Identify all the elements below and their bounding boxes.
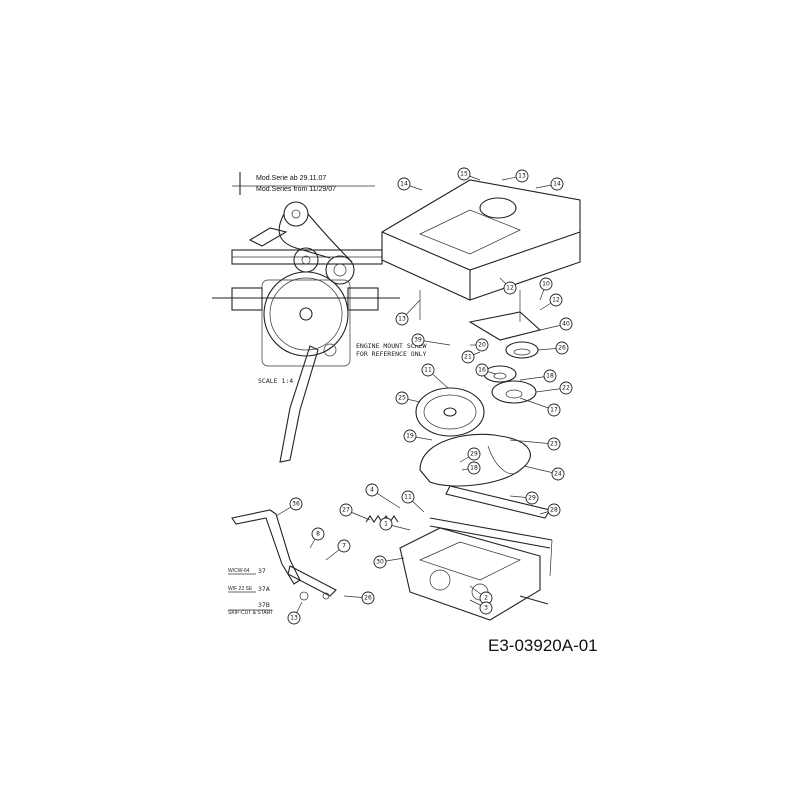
callout-number: 11	[424, 367, 432, 374]
callout-circle	[479, 601, 493, 615]
series-line-2: Mod.Series from 11/29/07	[256, 186, 336, 193]
callout-number: 16	[478, 367, 486, 374]
callout-circle	[403, 429, 417, 443]
callout-number: 20	[478, 342, 486, 349]
callout-number: 2	[484, 595, 488, 602]
callout-number: 13	[518, 173, 526, 180]
callout-circle	[467, 447, 481, 461]
lever-variant-labels: W/CW-64 37 W/F 22 SE 37A 37B SKIP-CUT & …	[228, 567, 273, 616]
callout-number: 23	[550, 441, 558, 448]
transmission	[399, 527, 549, 621]
callout-circle	[339, 503, 353, 517]
scale-note: SCALE 1:4	[258, 377, 293, 385]
callout-number: 40	[562, 321, 570, 328]
callout-number: 29	[470, 451, 478, 458]
callout-circle	[467, 461, 481, 475]
callout-circle	[411, 333, 425, 347]
callout-circle	[379, 517, 393, 531]
callout-number: 24	[554, 471, 562, 478]
callout-circle	[395, 391, 409, 405]
callout-number: 26	[364, 595, 372, 602]
drive-belt	[419, 433, 531, 487]
callout-number: 15	[460, 171, 468, 178]
callout-number: 30	[376, 559, 384, 566]
engine-mount-note-1: ENGINE MOUNT SCREW	[356, 342, 427, 350]
callout-number: 4	[370, 487, 374, 494]
callout-number: 27	[342, 507, 350, 514]
callout-number: 39	[414, 337, 422, 344]
callout-circle	[397, 177, 411, 191]
callout-circle	[515, 169, 529, 183]
callout-number: 14	[553, 181, 561, 188]
rod-assembly	[429, 485, 553, 577]
callout-circle	[555, 341, 569, 355]
callout-circle	[421, 363, 435, 377]
callout-circle	[547, 503, 561, 517]
frame-box	[381, 179, 581, 322]
callout-circle	[461, 350, 475, 364]
drawing-code: E3-03920A-01	[488, 636, 598, 655]
callout-circle	[475, 363, 489, 377]
callout-number: 14	[400, 181, 408, 188]
callout-number: 7	[342, 543, 346, 550]
callout-number: 22	[562, 385, 570, 392]
callout-circle	[551, 467, 565, 481]
callout-number: 1	[384, 521, 388, 528]
series-line-1: Mod.Serie ab 29.11.07	[256, 175, 326, 182]
callout-number: 29	[528, 495, 536, 502]
label-2-text: W/F 22 SE	[228, 586, 253, 592]
callout-circle	[503, 281, 517, 295]
callout-circle	[361, 591, 375, 605]
shift-handle	[231, 509, 337, 601]
callout-circle	[287, 611, 301, 625]
callout-number: 19	[406, 433, 414, 440]
callout-circle	[311, 527, 325, 541]
model-series-box: Mod.Serie ab 29.11.07 Mod.Series from 11…	[232, 172, 375, 195]
engine-mount-note-2: FOR REFERENCE ONLY	[356, 350, 427, 358]
callout-number: 3	[484, 605, 488, 612]
callout-number: 12	[506, 285, 514, 292]
callout-circle	[525, 491, 539, 505]
callout-circle	[543, 369, 557, 383]
callout-number: 18	[546, 373, 554, 380]
callout-circle	[395, 312, 409, 326]
label-3-text: SKIP-CUT & START	[228, 610, 273, 616]
callout-leader	[509, 439, 555, 445]
callout-circle	[547, 403, 561, 417]
callout-number: 11	[404, 494, 412, 501]
callout-number: 26	[558, 345, 566, 352]
callout-circle	[365, 483, 379, 497]
callout-circle	[559, 317, 573, 331]
callout-number: 25	[398, 395, 406, 402]
callout-number: 12	[552, 297, 560, 304]
callout-number: 36	[292, 501, 300, 508]
callout-number: 8	[316, 531, 320, 538]
callout-circle	[373, 555, 387, 569]
callout-circle	[550, 177, 564, 191]
callout-number: 13	[398, 316, 406, 323]
label-2-num: 37A	[258, 585, 270, 593]
callout-number: 18	[470, 465, 478, 472]
callout-number: 21	[464, 354, 472, 361]
callout-circle	[401, 490, 415, 504]
callout-circle	[337, 539, 351, 553]
scale-view-assembly: SCALE 1:4	[212, 201, 400, 463]
callout-circle	[289, 497, 303, 511]
callout-number: 17	[550, 407, 558, 414]
callout-number: 28	[550, 507, 558, 514]
label-3-num: 37B	[258, 601, 270, 609]
callout-circle	[475, 338, 489, 352]
callout-circle	[547, 437, 561, 451]
label-1-num: 37	[258, 567, 266, 575]
callout-circle	[539, 277, 553, 291]
callout-number: 13	[290, 615, 298, 622]
callout-circle	[549, 293, 563, 307]
callout-number: 10	[542, 281, 550, 288]
callout-circle	[559, 381, 573, 395]
callout-circle	[457, 167, 471, 181]
label-1-text: W/CW-64	[228, 568, 250, 574]
